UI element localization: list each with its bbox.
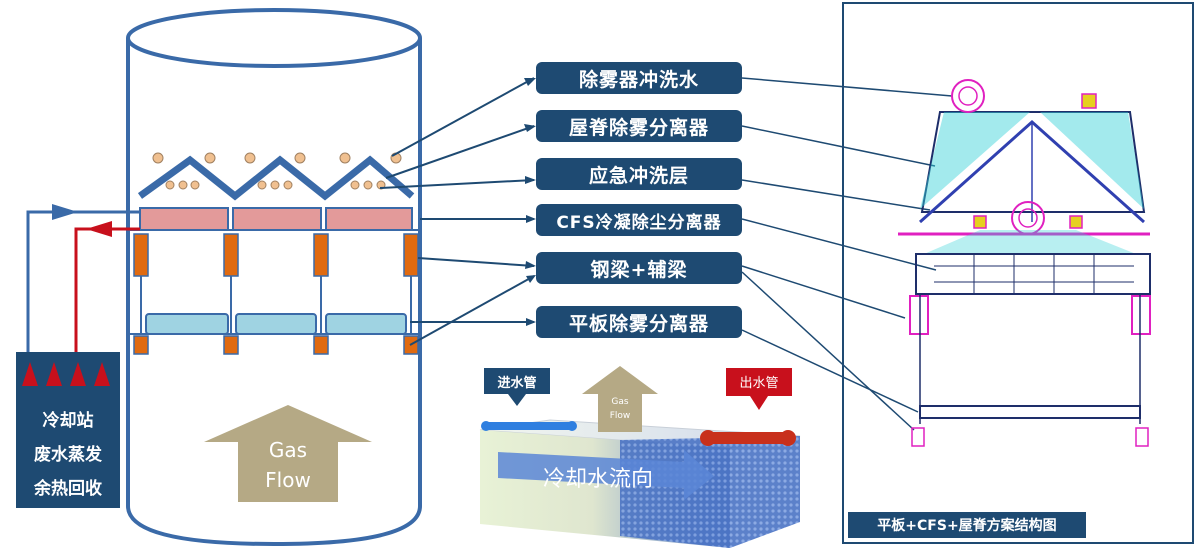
blue-pipe (26, 210, 140, 354)
red-pipe-arrow-icon (86, 221, 112, 237)
connector-arrowheads (524, 78, 536, 326)
inlet-pipe-tag (484, 368, 550, 394)
beam-upper-4 (403, 233, 419, 277)
cfs-box (915, 253, 1151, 295)
cfs-bar-3 (325, 207, 413, 231)
tower-body (126, 38, 422, 547)
label-steel-beam: 钢梁+辅梁 (536, 252, 742, 284)
outlet-pipe-icon (706, 432, 790, 444)
right-connector-lines (741, 77, 953, 431)
label-demister-wash-water: 除雾器冲洗水 (536, 62, 742, 94)
cfs-fan (924, 230, 1136, 254)
bracket-left (909, 295, 929, 335)
flat-bar-2 (235, 313, 317, 335)
beam-upper-3 (313, 233, 329, 277)
coolant-direction-label: 冷却水流向 (543, 467, 653, 492)
nozzle-top-left-icon (951, 79, 985, 113)
label-emergency-wash-layer: 应急冲洗层 (536, 158, 742, 190)
flat-plate (919, 405, 1141, 419)
nozzle-center-icon (1011, 201, 1045, 235)
beam-lower-2 (223, 335, 239, 355)
structure-caption: 平板+CFS+屋脊方案结构图 (848, 512, 1086, 538)
nozzle-mid-right-icon (1069, 215, 1083, 229)
small-gas-flow-arrow (582, 366, 658, 432)
gas-flow-arrow (204, 405, 372, 502)
outlet-pipe-tag (726, 368, 792, 396)
label-flat-demister: 平板除雾分离器 (536, 306, 742, 338)
blue-pipe-arrow-icon (52, 204, 78, 220)
cfs-bar-2 (232, 207, 322, 231)
nozzle-top-right-icon (1081, 93, 1097, 109)
outlet-pipe-label: 出水管 (739, 376, 778, 391)
spray-nozzles (152, 152, 402, 190)
beam-upper-2 (223, 233, 239, 277)
flat-bar-3 (325, 313, 407, 335)
cooling-tower-icons (22, 362, 110, 386)
inlet-pipe-label: 进水管 (497, 375, 536, 391)
gas-flow-text-1: Gas (269, 438, 307, 462)
nozzle-mid-left-icon (973, 215, 987, 229)
cooling-station: 冷却站 废水蒸发 余热回收 (16, 352, 120, 508)
foot-left (911, 427, 925, 447)
beam-lower-1 (133, 335, 149, 355)
cfs-bar-1 (139, 207, 229, 231)
beam-posts (140, 276, 412, 334)
bracket-right (1131, 295, 1151, 335)
structure-drawing (898, 79, 1151, 447)
cooling-station-line2: 废水蒸发 (34, 445, 102, 465)
tower-top-ellipse (126, 8, 422, 68)
ridge-demister-chevrons (137, 155, 415, 201)
module-illustration: Gas Flow 进水管 出水管 冷却水流向 (479, 366, 801, 548)
connector-lines (379, 77, 535, 346)
roof-outline (920, 111, 1146, 213)
structure-drawing-panel (842, 2, 1194, 544)
label-ridge-demister: 屋脊除雾分离器 (536, 110, 742, 142)
inlet-pipe-icon (484, 422, 574, 430)
module-end-mesh (620, 436, 800, 548)
ridge-fan-right (1040, 112, 1144, 209)
ridge-fan-left (920, 112, 1030, 209)
flat-bar-1 (145, 313, 229, 335)
cooling-station-line3: 余热回收 (34, 479, 102, 499)
coolant-flow-arrow (498, 450, 714, 500)
red-pipe (74, 227, 140, 354)
cooling-station-line1: 冷却站 (42, 411, 94, 431)
small-gas-flow-text-2: Flow (610, 411, 631, 421)
label-cfs-separator: CFS冷凝除尘分离器 (536, 204, 742, 236)
beam-lower-3 (313, 335, 329, 355)
beam-upper-1 (133, 233, 149, 277)
small-gas-flow-text-1: Gas (611, 397, 628, 407)
gas-flow-text-2: Flow (265, 468, 311, 492)
foot-right (1135, 427, 1149, 447)
